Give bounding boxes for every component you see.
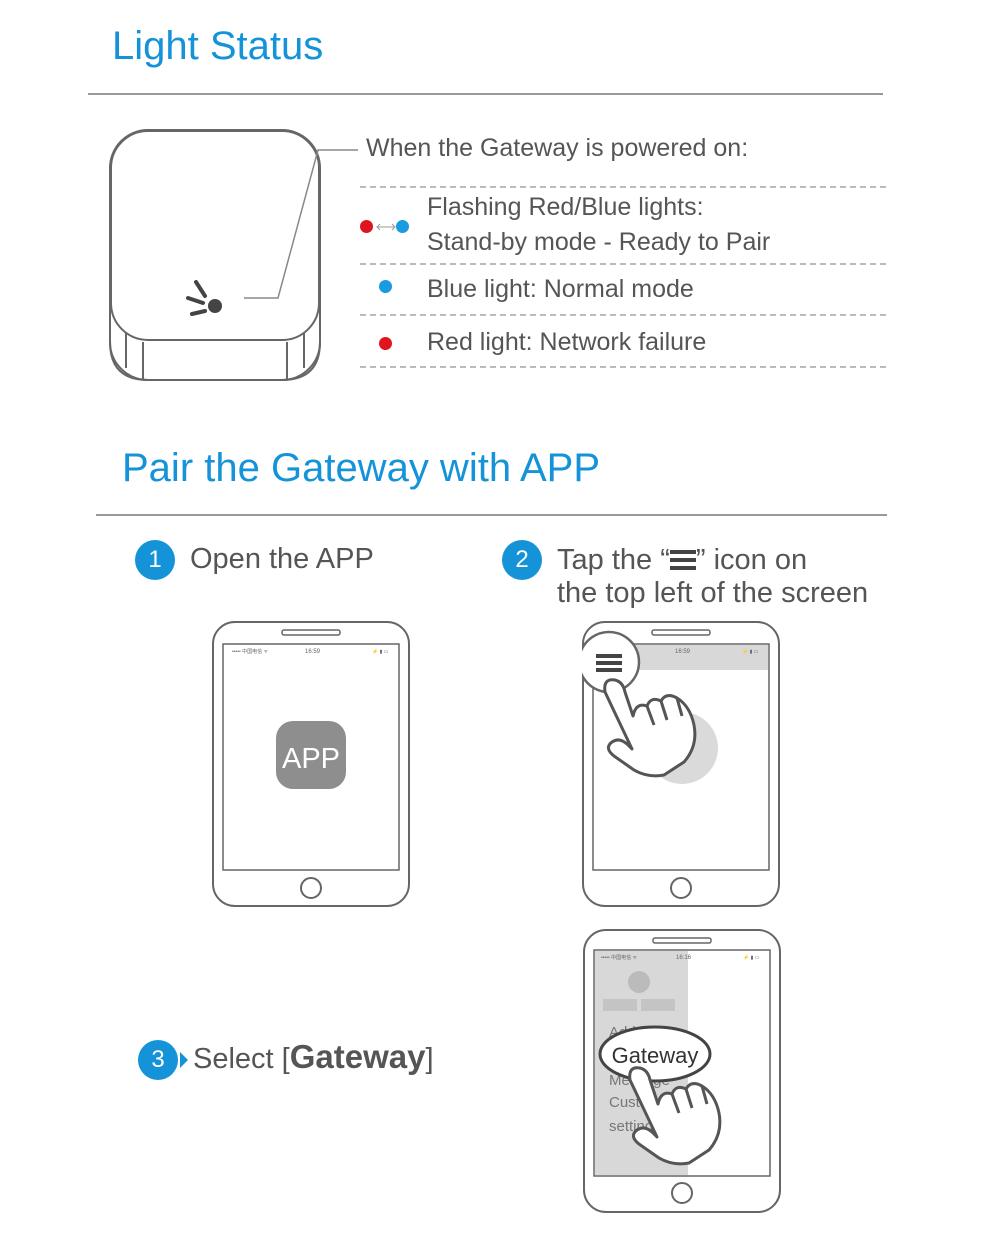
avatar [628, 971, 650, 993]
svg-text:⚡ ▮ ▭: ⚡ ▮ ▭ [372, 648, 389, 655]
flashing-lights-label: Flashing Red/Blue lights: [427, 193, 704, 221]
indicator-light-icon [186, 280, 222, 316]
phone-2-illustration: 16:59 ⚡ ▮ ▭ [582, 621, 780, 907]
phone-1-illustration: ••••• 中国电信 ᯤ 16:59 ⚡ ▮ ▭ APP [212, 621, 410, 907]
dashed-divider [360, 366, 886, 368]
phone-1-status-time: 16:59 [305, 649, 321, 655]
step-2-post: icon on [713, 544, 808, 576]
svg-text:⚡ ▮ ▭: ⚡ ▮ ▭ [742, 648, 759, 655]
step-2-badge: 2 [502, 540, 542, 580]
home-button [671, 1182, 693, 1204]
pair-title: Pair the Gateway with APP [122, 446, 601, 490]
standby-mode-label: Stand-by mode - Ready to Pair [427, 228, 771, 256]
step-3-text: Select [Gateway] [193, 1040, 434, 1076]
quote-open: “ [660, 544, 670, 576]
svg-text:⚡ ▮ ▭: ⚡ ▮ ▭ [743, 954, 760, 961]
red-dot-icon [379, 337, 392, 350]
powered-on-intro: When the Gateway is powered on: [366, 134, 749, 162]
gateway-device-illustration [109, 129, 358, 381]
red-light-label: Red light: Network failure [427, 328, 707, 356]
red-dot-icon [360, 220, 373, 233]
home-button [300, 877, 322, 899]
blue-light-label: Blue light: Normal mode [427, 275, 694, 303]
step-2-pre: Tap the [557, 544, 653, 576]
step-3-pre: Select [ [193, 1043, 290, 1075]
step-3-gateway: Gateway [289, 1038, 426, 1075]
pointing-hand-icon [628, 1066, 722, 1166]
double-arrow-icon [376, 223, 396, 231]
blue-dot-icon [379, 280, 392, 293]
phone-3-status-time: 16:16 [676, 955, 692, 961]
menu-item-gateway: Gateway [612, 1043, 699, 1068]
hamburger-menu-icon [596, 654, 622, 672]
svg-text:••••• 中国电信 ᯤ: ••••• 中国电信 ᯤ [601, 954, 638, 961]
gateway-highlight [598, 1025, 712, 1083]
step-3-badge: 3 [138, 1040, 178, 1080]
quote-close: ” [695, 544, 706, 576]
light-status-title: Light Status [112, 24, 324, 68]
dashed-divider [360, 314, 886, 316]
section-divider [88, 93, 883, 95]
phone-2-status-time: 16:59 [675, 649, 691, 655]
hamburger-menu-icon [669, 550, 696, 570]
pointing-hand-icon [603, 678, 697, 778]
svg-text:••••• 中国电信 ᯤ: ••••• 中国电信 ᯤ [232, 648, 269, 655]
phone-3-illustration: ••••• 中国电信 ᯤ 16:16 ⚡ ▮ ▭ Add lock Messag… [583, 929, 781, 1213]
app-icon-label: APP [282, 743, 340, 775]
red-blue-flash-indicator [360, 219, 410, 235]
home-button [670, 877, 692, 899]
step-3-post: ] [425, 1043, 434, 1075]
blue-dot-icon [396, 220, 409, 233]
step-1-badge: 1 [135, 540, 175, 580]
step-1-text: Open the APP [190, 543, 374, 575]
app-icon [276, 721, 346, 789]
step-3-arrow-icon [180, 1052, 188, 1068]
step-2-text-line1: Tap the “ ” icon on [557, 543, 807, 577]
dashed-divider [360, 186, 886, 188]
section-divider [96, 514, 887, 516]
dashed-divider [360, 263, 886, 265]
step-2-text-line2: the top left of the screen [557, 577, 869, 609]
